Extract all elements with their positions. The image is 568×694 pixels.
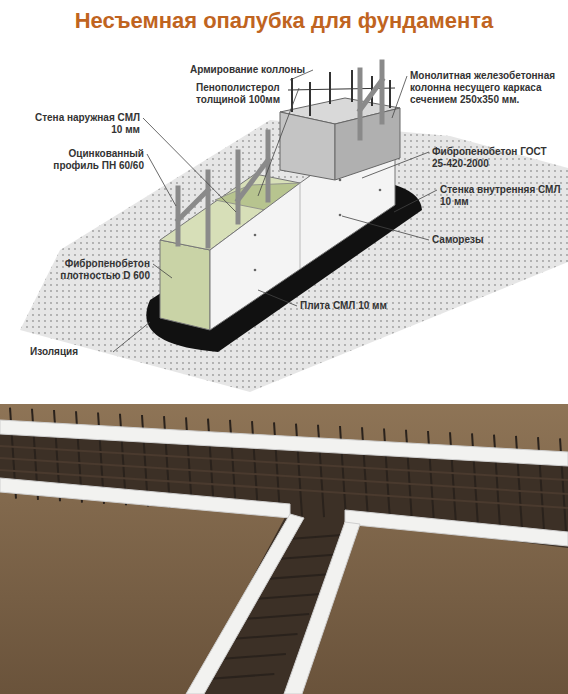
part-label: Армирование коллоны: [190, 64, 310, 76]
part-label: Пенополистерол толщиной 100мм: [196, 82, 296, 106]
trench: [0, 430, 568, 694]
foam-concrete-end: [160, 240, 210, 330]
part-label: Изоляция: [30, 346, 110, 358]
part-label: Оцинкованный профиль ПН 60/60: [24, 148, 144, 172]
leader-line: [342, 216, 429, 240]
part-label: Саморезы: [432, 234, 522, 246]
leader-line: [362, 152, 429, 178]
column-front: [335, 108, 400, 180]
part-label: Монолитная железобетонная колонна несуще…: [410, 70, 562, 106]
leader-line: [258, 290, 297, 306]
leader-line: [394, 190, 437, 212]
part-label: Плита СМЛ 10 мм: [300, 300, 410, 312]
part-label: Фибропенобетон ГОСТ 25-420-2000: [432, 146, 562, 170]
leader-line: [153, 264, 172, 278]
photo: [0, 404, 568, 694]
plate-joint: [300, 183, 301, 269]
leader-line: [392, 76, 407, 118]
leader-line: [113, 322, 150, 352]
column-rebar: [288, 70, 395, 116]
part-label: Фибропенобетон плотностью D 600: [30, 258, 150, 282]
leader-line: [147, 154, 176, 206]
column-side: [280, 112, 335, 180]
title: Несъемная опалубка для фундамента: [0, 8, 568, 34]
leader-line: [143, 118, 236, 212]
part-label: Стена наружная СМЛ 10 мм: [30, 112, 140, 136]
part-label: Стенка внутренняя СМЛ 10 мм: [440, 184, 562, 208]
eps-formwork: [0, 420, 568, 694]
steel-profiles: [178, 62, 382, 246]
